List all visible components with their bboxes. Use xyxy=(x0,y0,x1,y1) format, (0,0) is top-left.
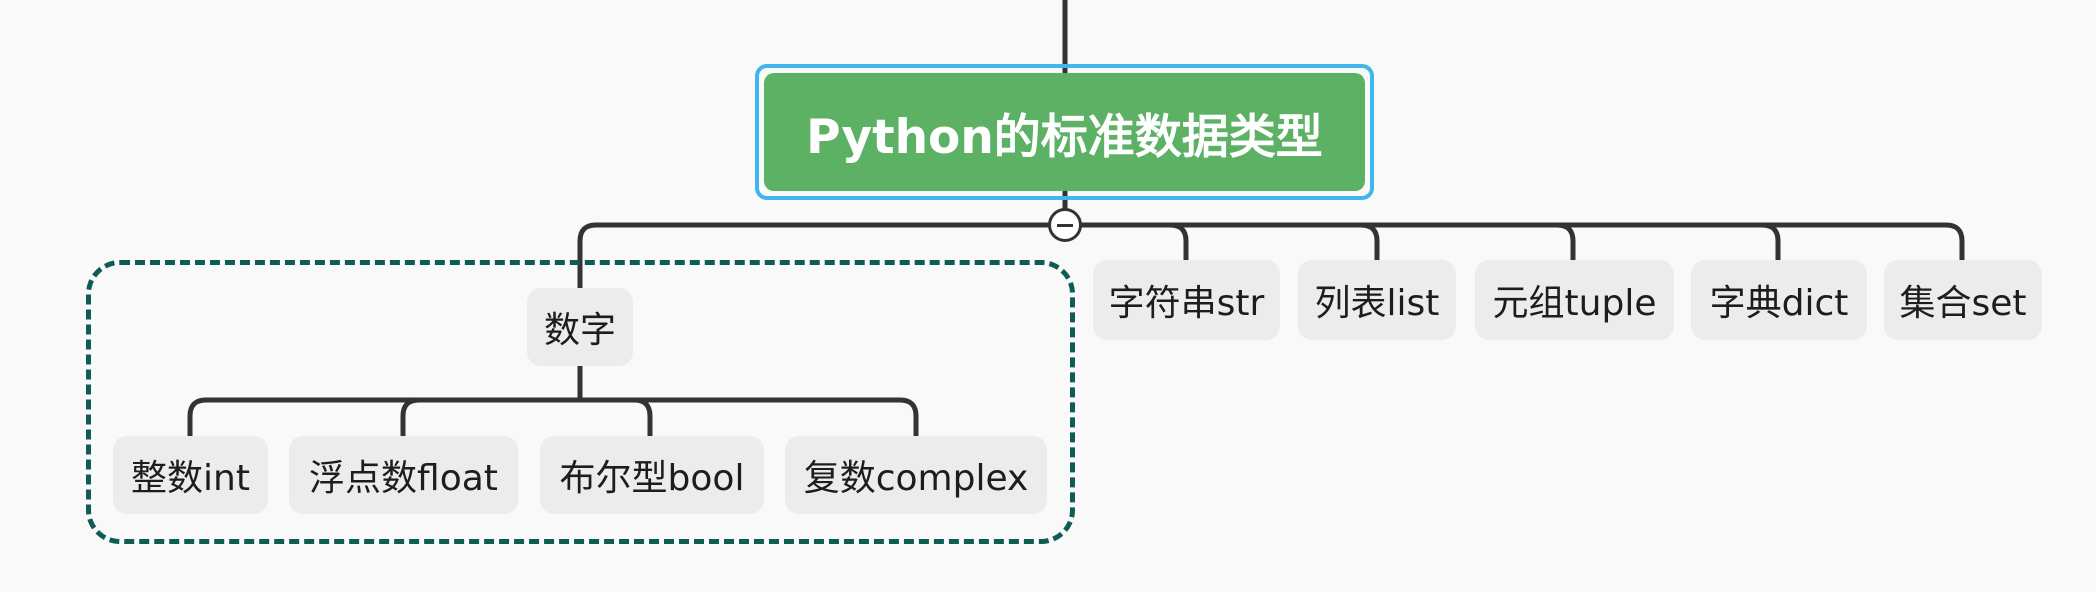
connector-branch-set xyxy=(1062,222,1965,263)
topic-float[interactable]: 浮点数float xyxy=(289,436,518,514)
minus-circle-icon[interactable] xyxy=(1048,208,1082,242)
topic-int[interactable]: 整数int xyxy=(113,436,268,514)
connector-branch-list xyxy=(1062,222,1380,263)
connector-child-int xyxy=(187,397,583,439)
topic-bool[interactable]: 布尔型bool xyxy=(540,436,764,514)
topic-tuple[interactable]: 元组tuple xyxy=(1475,260,1674,340)
topic-dict[interactable]: 字典dict xyxy=(1691,260,1867,340)
topic-list[interactable]: 列表list xyxy=(1298,260,1456,340)
connector-child-float xyxy=(400,397,583,439)
connector-branch-numbers xyxy=(577,222,1068,291)
connector-branch-string xyxy=(1062,222,1189,263)
topic-numbers[interactable]: 数字 xyxy=(527,288,633,366)
connector-child-complex xyxy=(577,397,919,439)
connector-branch-dict xyxy=(1062,222,1781,263)
root-selection-outline xyxy=(755,64,1374,200)
topic-string[interactable]: 字符串str xyxy=(1093,260,1280,340)
numbers-group-boundary xyxy=(86,260,1075,544)
topic-complex[interactable]: 复数complex xyxy=(785,436,1047,514)
connector-branch-tuple xyxy=(1062,222,1576,263)
root-topic[interactable]: Python的标准数据类型 xyxy=(764,73,1365,191)
topic-set[interactable]: 集合set xyxy=(1884,260,2042,340)
